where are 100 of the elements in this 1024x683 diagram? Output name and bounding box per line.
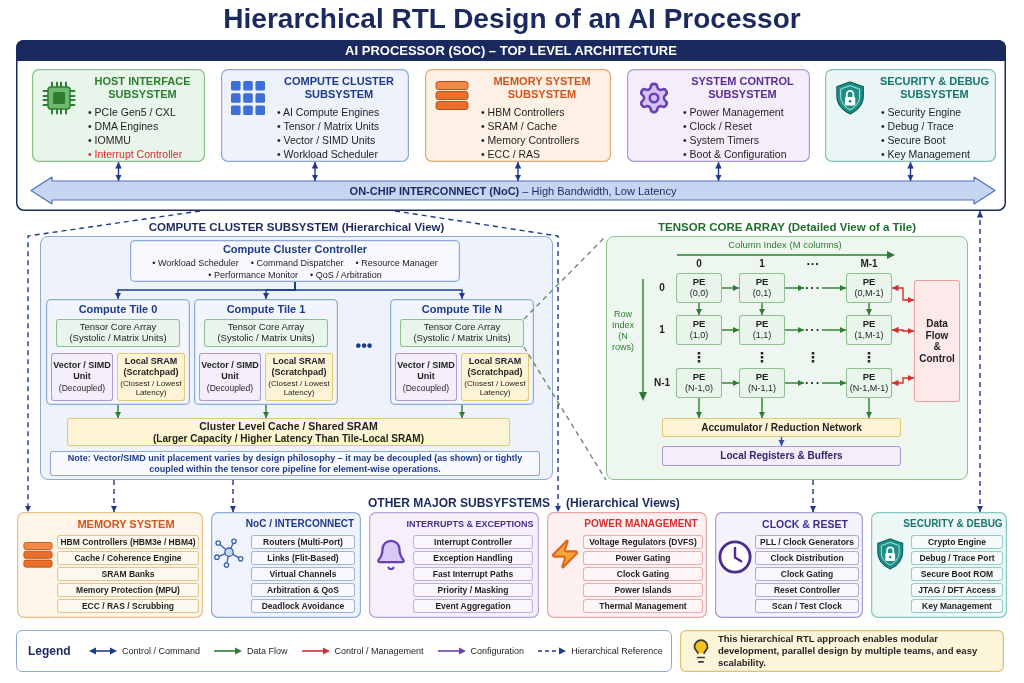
index-label: 1 <box>759 258 765 270</box>
feature-box <box>755 599 859 613</box>
unit-label: (Larger Capacity / Higher Latency Than Tile-Local SRAM) <box>153 432 424 445</box>
list-item: • Resource Manager <box>355 257 438 269</box>
pe-label: (0,0) <box>689 288 709 299</box>
arrow <box>458 404 466 419</box>
subsystem-card <box>825 69 996 162</box>
pe-label: (1,1) <box>752 330 772 341</box>
unit-label: JTAG / DFT Access <box>918 584 996 597</box>
pe-label: PE <box>755 372 769 384</box>
feature-box <box>413 551 533 565</box>
unit-label: Vector / SIMD Unit <box>200 360 260 381</box>
pe-box <box>846 368 892 398</box>
card-title: CLOCK & RESET <box>762 517 848 531</box>
arrow <box>115 161 122 182</box>
controller-title: Compute Cluster Controller <box>222 243 368 256</box>
pe-label: PE <box>692 372 706 384</box>
arrow <box>891 374 915 387</box>
card-title: HOST INTERFACE SUBSYSTEM <box>93 75 192 101</box>
list-item: • Performance Monitor <box>208 269 298 281</box>
pe-box <box>846 273 892 303</box>
ellipsis-text: ··· <box>804 376 822 390</box>
feature-box <box>251 599 355 613</box>
legend-text: Control / Management <box>334 646 424 656</box>
feature-box <box>413 567 533 581</box>
arrow <box>721 379 740 387</box>
list-item: • AI Compute Engines <box>277 105 380 119</box>
card-title: COMPUTE CLUSTER SUBSYSTEM <box>283 75 395 101</box>
unit-label: Power Islands <box>614 584 672 597</box>
tensor-array-box <box>204 319 328 347</box>
feature-box <box>57 551 199 565</box>
arrow <box>907 161 914 182</box>
unit-label: Local Registers & Buffers <box>720 450 843 462</box>
list-item: • IOMMU <box>88 133 131 147</box>
tile-title: Compute Tile 0 <box>78 303 158 316</box>
feature-box <box>413 583 533 597</box>
unit-label: Cluster Level Cache / Shared SRAM <box>199 419 378 432</box>
card-title: INTERRUPTS & EXCEPTIONS <box>406 518 534 531</box>
arrow <box>821 326 847 334</box>
ellipsis-text: ⋮ <box>862 349 876 365</box>
feature-box <box>911 567 1003 581</box>
feature-box <box>413 535 533 549</box>
ellipsis-text: ··· <box>804 281 822 295</box>
feature-box <box>57 599 199 613</box>
pe-label: (0,M-1) <box>854 288 884 299</box>
arrow <box>695 302 703 316</box>
pe-label: (N-1,1) <box>748 383 776 394</box>
tile-card <box>390 299 534 405</box>
tile-card <box>46 299 190 405</box>
unit-label: Key Management <box>922 600 992 613</box>
pe-box <box>676 368 722 398</box>
arrow <box>294 281 466 300</box>
arrow <box>721 326 740 334</box>
list-item: • Tensor / Matrix Units <box>277 119 380 133</box>
unit-label: Event Aggregation <box>435 600 511 613</box>
list-item: • Memory Controllers <box>481 133 580 147</box>
feature-box <box>57 583 199 597</box>
list-item: • HBM Controllers <box>481 105 565 119</box>
unit-label: Deadlock Avoidance <box>261 600 345 613</box>
unit-label: Routers (Multi-Port) <box>263 536 343 549</box>
unit-label: Local SRAM (Scratchpad) <box>270 356 328 378</box>
unit-label: Scan / Test Clock <box>772 600 842 613</box>
tip-text: This hierarchical RTL approach enables modular development, parallel design by multiple teams, and easy scalability. <box>718 633 979 669</box>
pe-label: PE <box>692 277 706 289</box>
unit-label: Vector / SIMD Unit <box>396 360 456 381</box>
feature-box <box>583 551 703 565</box>
soc-frame <box>16 40 1006 211</box>
unit-label: ECC / RAS / Scrubbing <box>81 600 175 613</box>
unit-label: Crypto Engine <box>927 536 987 549</box>
panel-heading: TENSOR CORE ARRAY (Detailed View of a Tile) <box>658 220 916 235</box>
tile-title: Compute Tile N <box>421 303 503 316</box>
bar-label: ON-CHIP INTERCONNECT (NoC) – High Bandwidth, Low Latency <box>349 184 677 197</box>
list-item: • Interrupt Controller <box>88 147 183 161</box>
arrow <box>715 161 722 182</box>
dashed-arrow <box>229 479 237 513</box>
register-bar <box>662 446 901 466</box>
list-item: • Workload Scheduler <box>152 257 239 269</box>
arrow <box>311 161 319 182</box>
card-title: SYSTEM CONTROL SUBSYSTEM <box>690 75 795 101</box>
ellipsis-text: ⋮ <box>692 349 706 365</box>
subsystem-card <box>17 512 203 618</box>
feature-box <box>413 599 533 613</box>
ellipsis-text: ··· <box>806 256 820 272</box>
feature-box <box>911 583 1003 597</box>
legend-text: Data Flow <box>247 646 288 656</box>
arrow <box>821 379 847 387</box>
vector-unit-box <box>51 353 113 401</box>
pe-box <box>846 315 892 345</box>
unit-label: (Closest / Lowest Latency) <box>267 379 331 398</box>
legend-text: Hierarchical Reference <box>571 646 663 656</box>
pe-label: PE <box>862 277 876 289</box>
cache-box <box>67 418 510 446</box>
pe-box <box>739 273 785 303</box>
list-item: • Vector / SIMD Units <box>277 133 376 147</box>
unit-label: (Decoupled) <box>58 383 106 394</box>
subsystem-card <box>211 512 361 618</box>
unit-label: Note: Vector/SIMD unit placement varies by design philosophy – it may be decoupled (as shown) or tightly coupled within the tensor core pipeline for element-wise operations. <box>66 452 524 475</box>
unit-label: Clock Distribution <box>770 552 844 565</box>
panel-heading: COMPUTE CLUSTER SUBSYSTEM (Hierarchical View) <box>148 220 445 235</box>
card-title: NoC / INTERCONNECT <box>245 517 355 531</box>
